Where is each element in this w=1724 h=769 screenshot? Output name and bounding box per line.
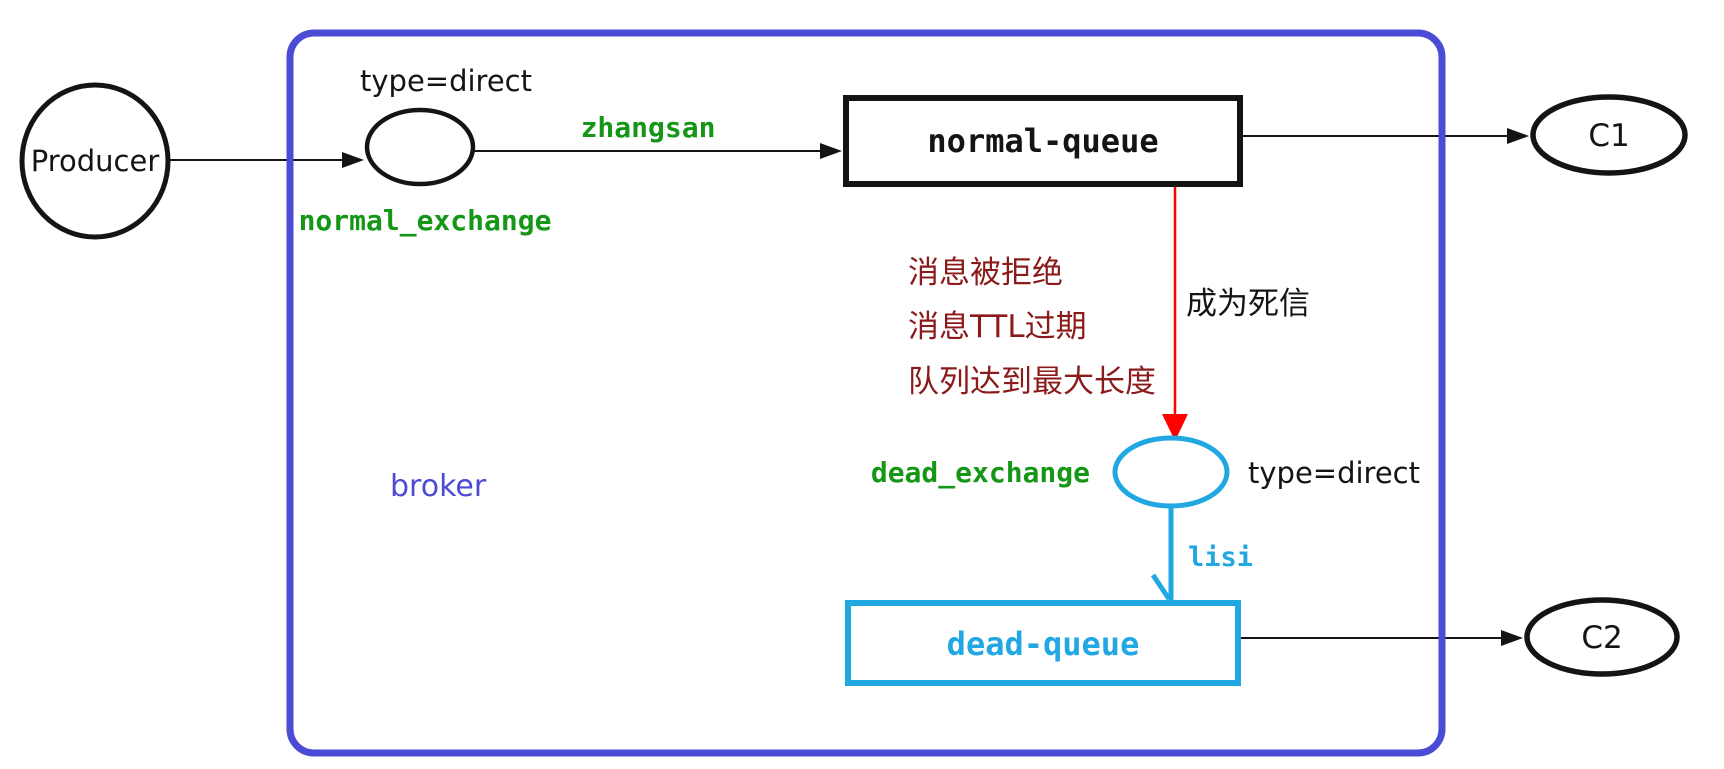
become-dead-letter-label: 成为死信 (1186, 286, 1310, 322)
dead-exchange-node (1112, 435, 1230, 509)
edge-dead-exchange-to-dead-queue (1150, 505, 1174, 601)
edge-zhangsan-arrowhead-icon (820, 143, 842, 159)
dead-letter-reason-3: 队列达到最大长度 (908, 364, 1156, 400)
consumer2-node (1524, 597, 1680, 677)
normal-queue-node (843, 95, 1243, 187)
broker-label: broker (390, 469, 487, 504)
normal-exchange-node (364, 107, 476, 187)
producer-node (19, 82, 171, 240)
dead-exchange-type-label: type=direct (1248, 456, 1420, 490)
producer-label: Producer (31, 144, 160, 178)
dead-letter-reason-1: 消息被拒绝 (908, 255, 1063, 291)
normal-exchange-type-label: type=direct (360, 64, 532, 98)
dead-letter-reason-2: 消息TTL过期 (908, 309, 1087, 345)
dead-exchange-name-label: dead_exchange (871, 456, 1090, 489)
edge-producer-to-normal-exchange (170, 152, 364, 168)
dead-letter-arrowhead-icon (1162, 414, 1188, 441)
consumer1-label: C1 (1588, 118, 1629, 154)
lisi-routing-key-label: lisi (1188, 542, 1253, 573)
dead-queue-label: dead-queue (947, 625, 1140, 663)
edge-c2-arrowhead-icon (1501, 630, 1523, 646)
dead-queue-node (845, 600, 1241, 686)
edge-c1-arrowhead-icon (1507, 128, 1529, 144)
edge-lisi-arrowhead-icon (1150, 573, 1172, 601)
edge-normal-exchange-to-normal-queue (473, 143, 842, 159)
normal-queue-label: normal-queue (927, 122, 1158, 160)
edge-normal-queue-to-c1 (1243, 128, 1529, 144)
edge-dead-queue-to-c2 (1241, 630, 1523, 646)
normal-exchange-name-label: normal_exchange (299, 204, 552, 237)
zhangsan-routing-key-label: zhangsan (581, 111, 716, 144)
broker-boundary (286, 29, 1446, 757)
edge-producer-arrowhead-icon (342, 152, 364, 168)
consumer1-node (1530, 94, 1688, 176)
consumer2-label: C2 (1581, 620, 1622, 656)
edge-normal-queue-to-dead-exchange (1162, 187, 1188, 441)
